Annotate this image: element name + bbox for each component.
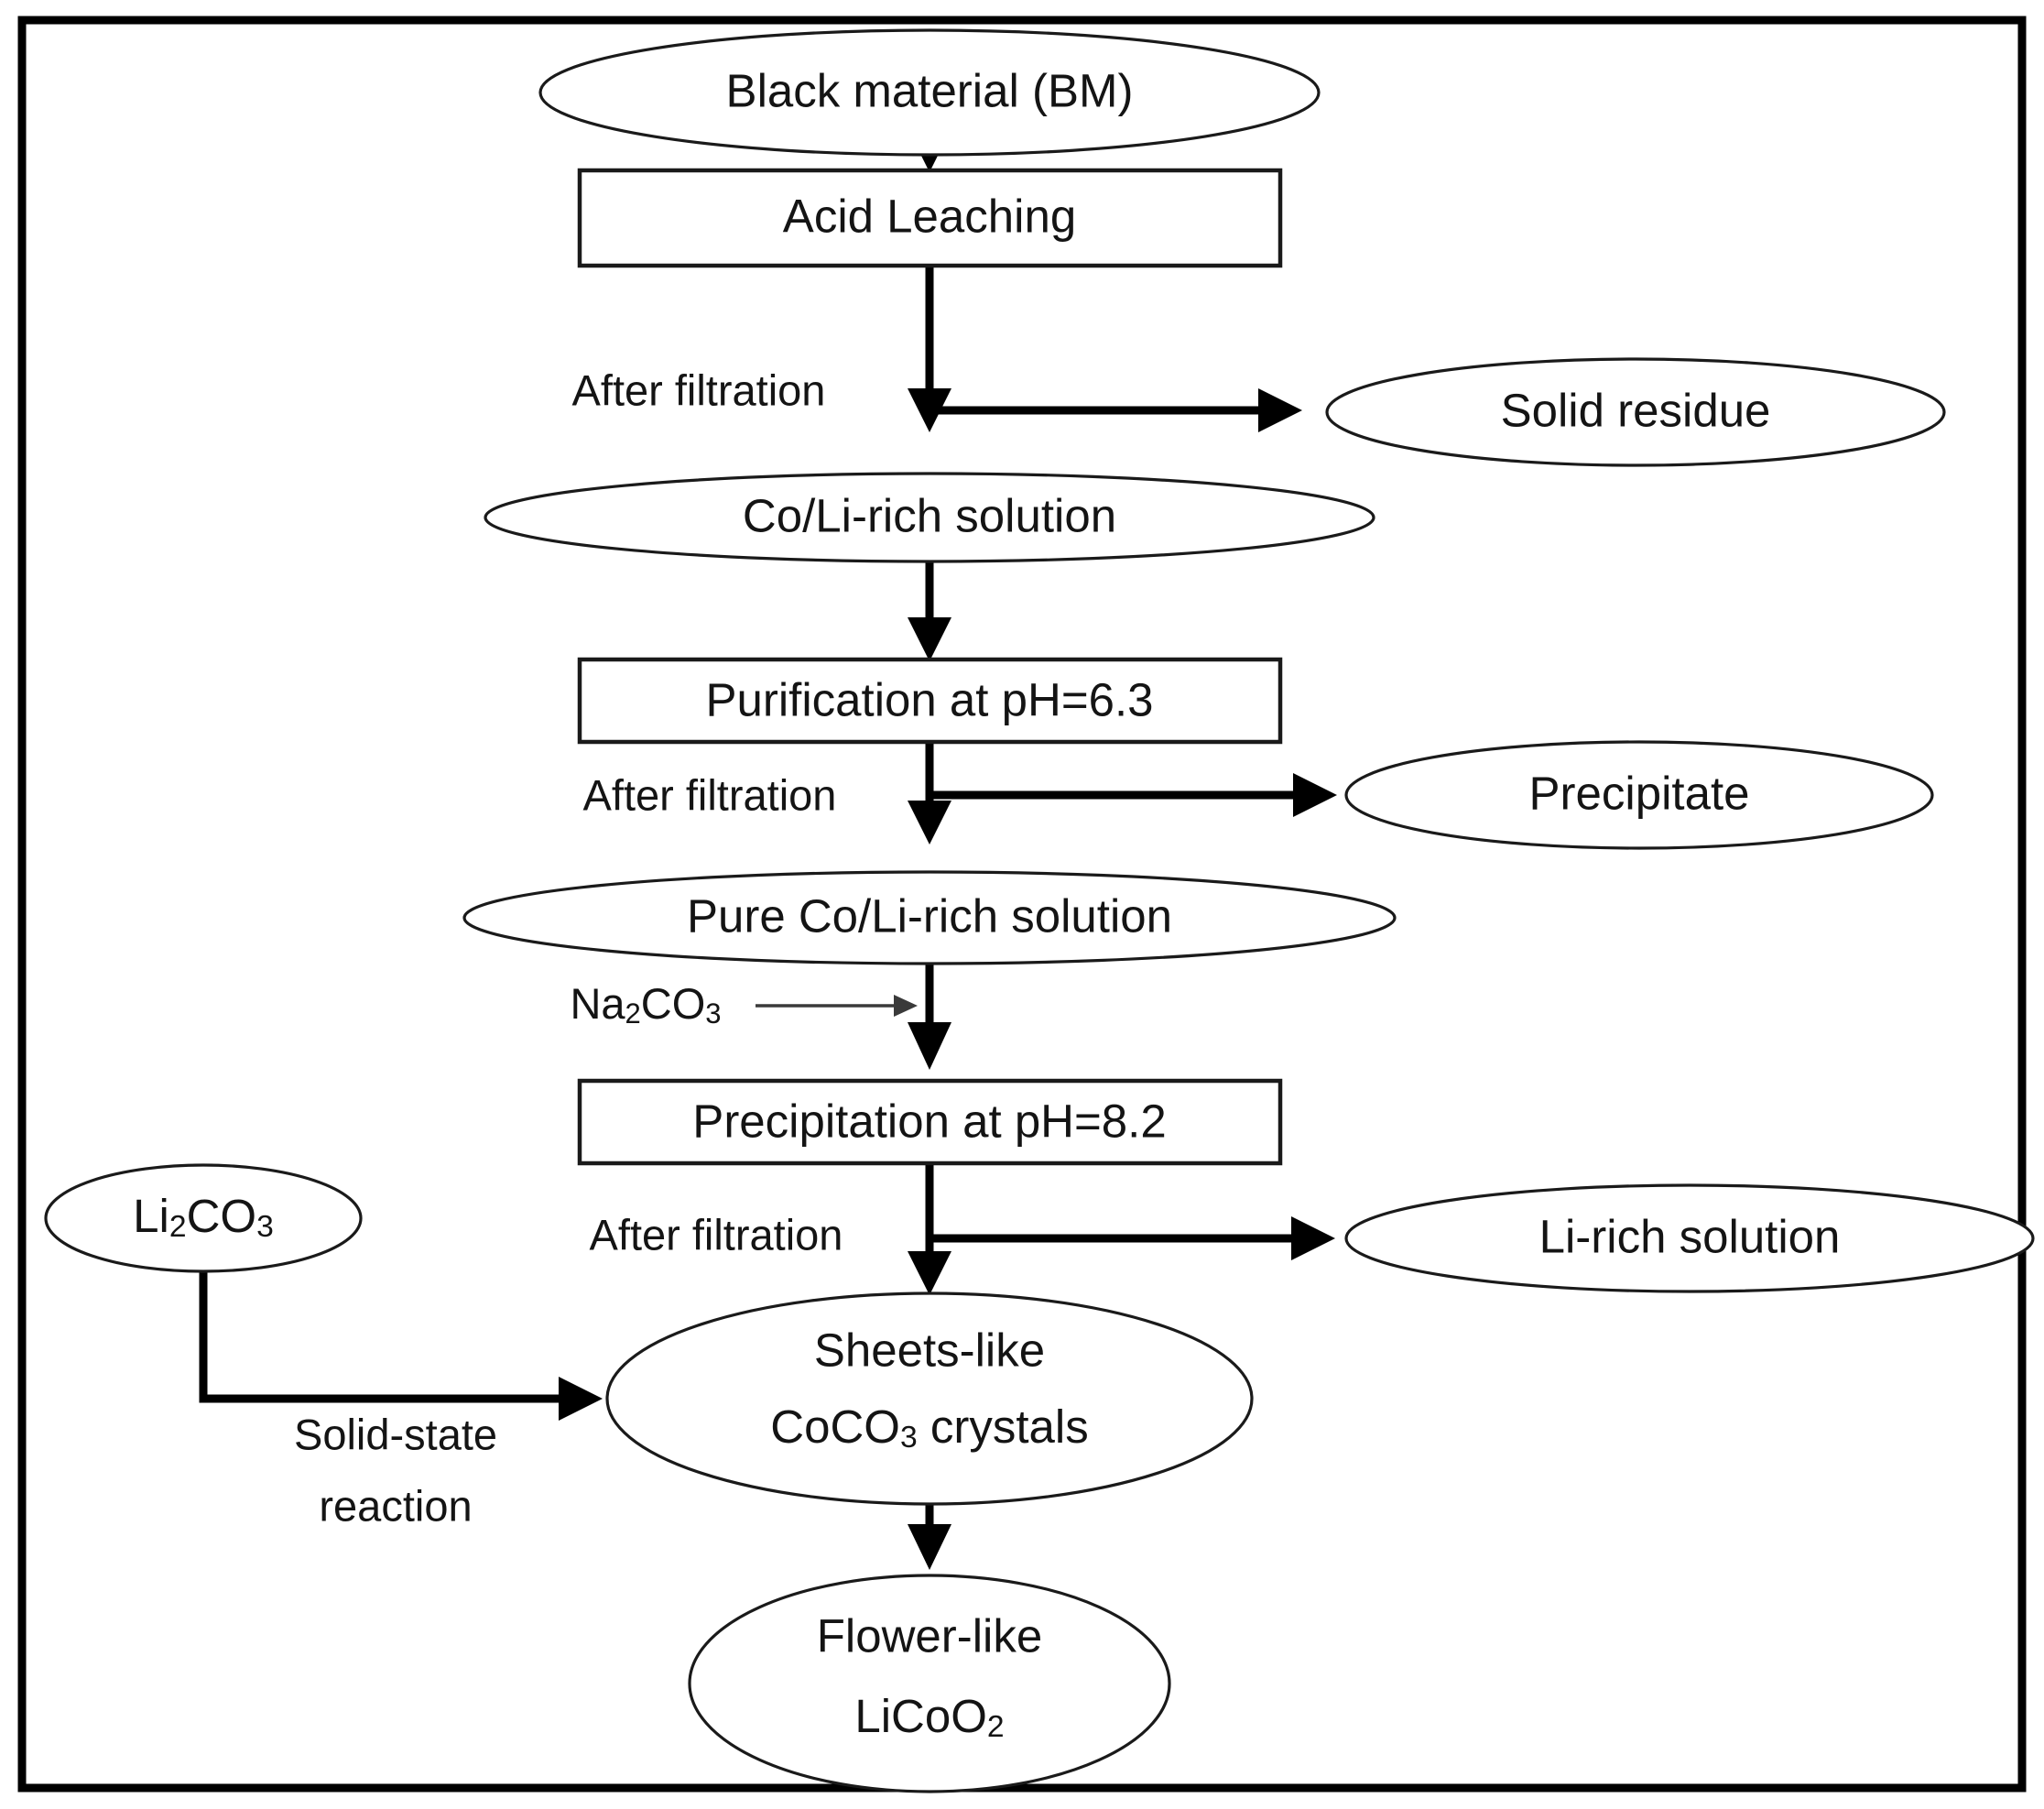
li-rich-solution-label: Li-rich solution: [1539, 1210, 1841, 1262]
purification-label: Purification at pH=6.3: [705, 673, 1153, 725]
li2co3-ellipse: [44, 1163, 363, 1273]
node-li-rich-solution[interactable]: Li-rich solution: [1344, 1183, 2035, 1293]
coco3-suffix: crystals: [918, 1400, 1089, 1453]
precipitation-box: [577, 1078, 1283, 1166]
edge-purification-to-pure-co-li: [908, 740, 951, 845]
na2co3-sub-2: 3: [705, 997, 721, 1030]
precipitate-label: Precipitate: [1529, 767, 1750, 819]
node-acid-leaching[interactable]: Acid Leaching: [577, 168, 1283, 268]
node-li2co3[interactable]: Li2CO3: [44, 1163, 363, 1273]
li2co3-sub-1: 2: [169, 1210, 187, 1244]
edge-na2co3-reagent-arrow: [756, 995, 918, 1017]
edge-acid-leaching-to-solid-residue: [930, 388, 1302, 432]
li2co3-sub-2: 3: [256, 1210, 274, 1244]
li2co3-mid: CO: [187, 1190, 257, 1242]
node-licoo2[interactable]: Flower-like LiCoO2: [688, 1574, 1171, 1793]
solid-residue-ellipse: [1325, 357, 1946, 467]
after-filtration-label-3: After filtration: [590, 1210, 843, 1259]
after-filtration-label-2: After filtration: [583, 770, 837, 819]
node-black-material[interactable]: Black material (BM): [538, 28, 1321, 157]
solid-state-reaction-label-line1: Solid-state: [294, 1410, 497, 1458]
coco3-crystals-label-line2: CoCO3 crystals: [770, 1400, 1088, 1455]
li2co3-prefix: Li: [133, 1190, 169, 1242]
na2co3-mid: CO: [641, 979, 706, 1028]
node-co-li-rich-solution[interactable]: Co/Li-rich solution: [484, 472, 1375, 563]
coco3-sub-1: 3: [900, 1421, 918, 1455]
acid-leaching-box: [577, 168, 1283, 268]
li-rich-solution-ellipse: [1344, 1183, 2035, 1293]
precipitate-ellipse: [1344, 740, 1934, 850]
edge-purification-to-precipitate: [930, 773, 1337, 817]
node-coco3-crystals[interactable]: Sheets-like CoCO3 crystals: [605, 1291, 1254, 1506]
licoo2-label-line1: Flower-like: [817, 1609, 1043, 1662]
coco3-prefix: CoCO: [770, 1400, 900, 1453]
co-li-rich-solution-label: Co/Li-rich solution: [743, 489, 1116, 541]
node-solid-residue[interactable]: Solid residue: [1325, 357, 1946, 467]
pure-co-li-rich-solution-label: Pure Co/Li-rich solution: [687, 889, 1172, 942]
edge-co-li-to-purification: [908, 561, 951, 661]
licoo2-label-line2: LiCoO2: [854, 1690, 1004, 1744]
solid-residue-label: Solid residue: [1501, 384, 1771, 436]
na2co3-reagent-label: Na2CO3: [570, 979, 721, 1029]
coco3-crystals-label-line1: Sheets-like: [814, 1324, 1045, 1376]
pure-co-li-rich-solution-ellipse: [462, 870, 1397, 965]
node-pure-co-li-rich-solution[interactable]: Pure Co/Li-rich solution: [462, 870, 1397, 965]
edge-precipitation-to-li-rich-solution: [930, 1216, 1335, 1260]
na2co3-prefix: Na: [570, 979, 625, 1028]
na2co3-sub-1: 2: [625, 997, 641, 1030]
precipitation-label: Precipitation at pH=8.2: [692, 1095, 1166, 1147]
diagram-border: [17, 16, 2027, 1793]
node-purification[interactable]: Purification at pH=6.3: [577, 657, 1283, 745]
licoo2-sub-1: 2: [987, 1710, 1005, 1744]
node-precipitate[interactable]: Precipitate: [1344, 740, 1934, 850]
licoo2-prefix: LiCoO: [854, 1690, 987, 1742]
after-filtration-label-1: After filtration: [572, 365, 826, 414]
purification-box: [577, 657, 1283, 745]
solid-state-reaction-label-line2: reaction: [319, 1481, 472, 1530]
licoo2-ellipse: [688, 1574, 1171, 1793]
node-precipitation[interactable]: Precipitation at pH=8.2: [577, 1078, 1283, 1166]
coco3-crystals-ellipse: [605, 1291, 1254, 1506]
edge-li2co3-to-coco3: [199, 1269, 603, 1421]
co-li-rich-solution-ellipse: [484, 472, 1375, 563]
li2co3-label: Li2CO3: [133, 1190, 274, 1244]
black-material-ellipse: [538, 28, 1321, 157]
black-material-label: Black material (BM): [726, 64, 1134, 116]
acid-leaching-label: Acid Leaching: [783, 190, 1076, 242]
edge-precipitation-to-coco3: [908, 1160, 951, 1295]
